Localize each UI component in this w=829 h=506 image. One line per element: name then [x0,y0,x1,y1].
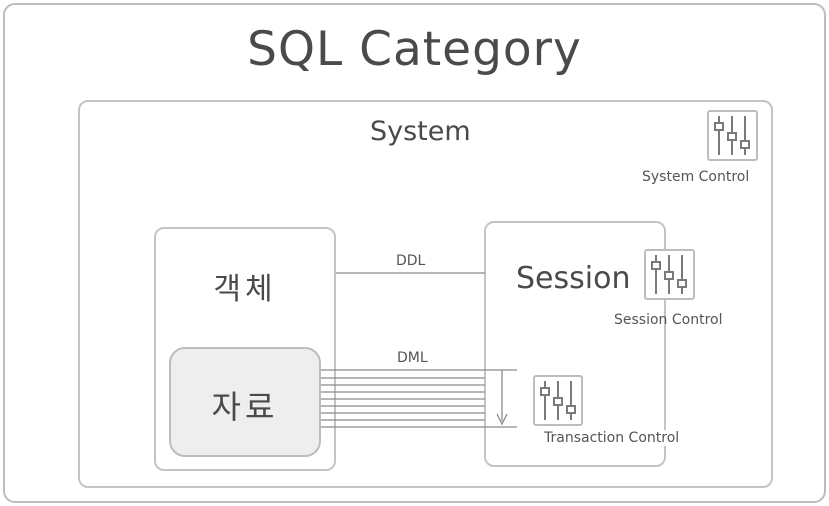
transaction-control-icon [533,375,583,426]
system-label: System [370,116,471,147]
session-box [484,221,666,467]
object-label: 객체 [213,272,277,307]
ddl-label: DDL [396,253,426,269]
system-control-label: System Control [642,169,750,185]
page-title: SQL Category [247,22,582,77]
session-control-label: Session Control [614,312,723,328]
transaction-arrow-head [496,413,508,426]
transaction-control-label: Transaction Control [542,430,682,446]
dml-label: DML [397,350,428,366]
data-label: 자료 [211,388,279,426]
session-label: Session [516,261,631,296]
session-control-icon [644,249,695,300]
data-box [169,347,321,457]
system-control-icon [707,110,758,161]
